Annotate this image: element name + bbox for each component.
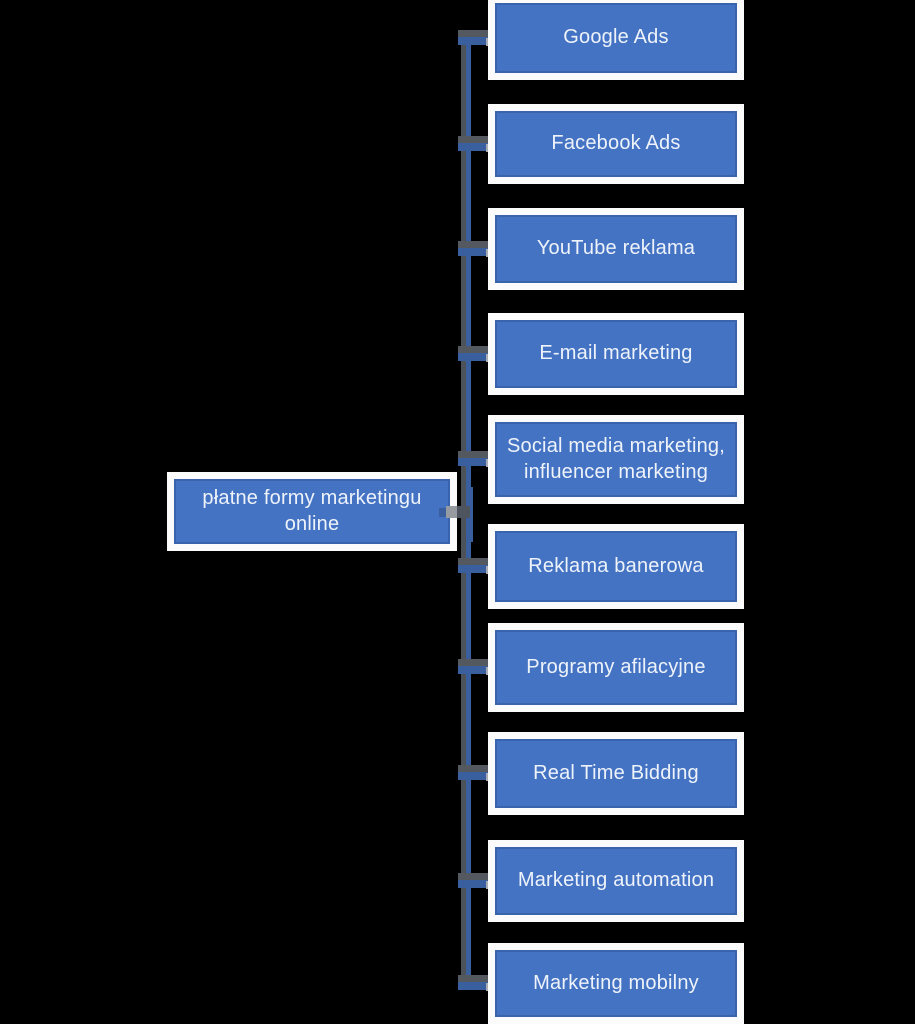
connector-stub xyxy=(458,241,488,248)
child-node-body: Reklama banerowa xyxy=(495,531,737,602)
connector-stub xyxy=(458,880,494,888)
child-node-label: Programy afilacyjne xyxy=(526,655,706,678)
child-node-body: Google Ads xyxy=(495,3,737,73)
child-node-social-media-marketing: Social media marketing, influencer marke… xyxy=(488,415,744,504)
child-node-label: Marketing automation xyxy=(517,869,715,892)
child-node-email-marketing: E-mail marketing xyxy=(488,313,744,395)
connector-stub xyxy=(458,30,488,37)
connector-stub xyxy=(458,248,494,256)
child-node-label: E-mail marketing xyxy=(539,342,693,365)
connector-stub xyxy=(458,666,494,674)
child-node-label: Social media marketing, influencer marke… xyxy=(506,434,726,483)
connector-stub xyxy=(458,873,488,880)
child-node-facebook-ads: Facebook Ads xyxy=(488,104,744,184)
root-node-body: płatne formy marketingu online xyxy=(174,479,450,544)
connector-stub xyxy=(458,37,494,45)
connector-stub xyxy=(458,558,488,565)
child-node-body: YouTube reklama xyxy=(495,215,737,283)
child-node-body: Programy afilacyjne xyxy=(495,630,737,705)
child-node-marketing-mobilny: Marketing mobilny xyxy=(488,943,744,1024)
child-node-body: Social media marketing, influencer marke… xyxy=(495,422,737,497)
connector-root-stub xyxy=(446,506,457,518)
child-node-body: Marketing automation xyxy=(495,847,737,915)
child-node-label: Facebook Ads xyxy=(551,132,681,155)
child-node-label: YouTube reklama xyxy=(536,237,696,260)
child-node-body: Marketing mobilny xyxy=(495,950,737,1017)
connector-stub xyxy=(458,136,488,143)
child-node-marketing-automation: Marketing automation xyxy=(488,840,744,922)
connector-stub xyxy=(458,659,488,666)
connector-stub xyxy=(458,565,494,573)
connector-stub xyxy=(458,982,494,990)
child-node-label: Reklama banerowa xyxy=(528,554,704,577)
child-node-reklama-banerowa: Reklama banerowa xyxy=(488,524,744,609)
root-node-label: płatne formy marketingu online xyxy=(202,486,422,535)
connector-stub xyxy=(458,458,494,466)
connector-stub xyxy=(458,346,488,353)
child-node-body: Facebook Ads xyxy=(495,111,737,177)
connector-stub xyxy=(458,765,488,772)
connector-root-stub xyxy=(439,508,448,517)
child-node-youtube-reklama: YouTube reklama xyxy=(488,208,744,290)
child-node-label: Marketing mobilny xyxy=(533,971,699,994)
connector-root-stub xyxy=(457,506,470,518)
child-node-body: E-mail marketing xyxy=(495,320,737,388)
child-node-label: Real Time Bidding xyxy=(533,761,699,784)
child-node-programy-afilacyjne: Programy afilacyjne xyxy=(488,623,744,712)
connector-stub xyxy=(458,772,494,780)
connector-stub xyxy=(458,975,488,982)
connector-stub xyxy=(458,143,494,151)
child-node-label: Google Ads xyxy=(563,26,669,49)
connector-stub xyxy=(458,353,494,361)
connector-stub xyxy=(458,451,488,458)
child-node-google-ads: Google Ads xyxy=(488,0,744,80)
child-node-real-time-bidding: Real Time Bidding xyxy=(488,732,744,815)
child-node-body: Real Time Bidding xyxy=(495,739,737,808)
root-node: płatne formy marketingu online xyxy=(167,472,457,551)
